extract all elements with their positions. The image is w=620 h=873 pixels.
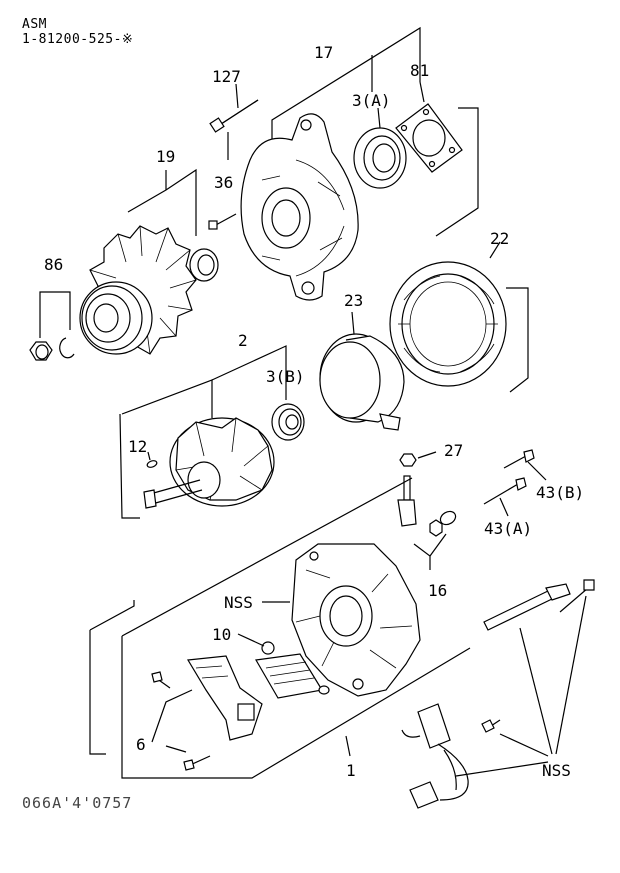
brush-holder-6[interactable] xyxy=(151,655,263,771)
callout-22: 22 xyxy=(490,229,509,248)
insulator-23[interactable] xyxy=(319,311,405,431)
key-12[interactable] xyxy=(146,451,158,469)
terminal-16[interactable] xyxy=(397,475,458,570)
asm-label: ASM xyxy=(22,17,47,32)
callout-nss-lower: NSS xyxy=(542,761,571,780)
rotor[interactable] xyxy=(143,417,275,509)
callout-23: 23 xyxy=(344,291,363,310)
strap-nss[interactable] xyxy=(483,579,595,631)
rear-bracket[interactable] xyxy=(291,543,421,697)
nut-27[interactable] xyxy=(399,451,437,467)
connector-harness-nss[interactable] xyxy=(401,703,501,809)
nut-86[interactable] xyxy=(29,291,75,361)
callout-81: 81 xyxy=(410,61,429,80)
regulator-10[interactable] xyxy=(237,633,330,699)
pulley[interactable] xyxy=(79,281,153,355)
callout-43b: 43(B) xyxy=(536,483,584,502)
spacer-collar[interactable] xyxy=(189,248,219,282)
callout-19: 19 xyxy=(156,147,175,166)
group-frame-19 xyxy=(127,168,197,236)
callout-36: 36 xyxy=(214,173,233,192)
callout-3a: 3(A) xyxy=(352,91,391,110)
callout-12: 12 xyxy=(128,437,147,456)
callout-27: 27 xyxy=(444,441,463,460)
screw-36[interactable] xyxy=(208,213,237,230)
callout-6: 6 xyxy=(136,735,146,754)
bolt-43b[interactable] xyxy=(503,449,547,481)
leader-nss-lower xyxy=(455,595,587,777)
callout-86: 86 xyxy=(44,255,63,274)
bearing-3b[interactable] xyxy=(271,403,305,441)
callout-127: 127 xyxy=(212,67,241,86)
callout-1: 1 xyxy=(346,761,356,780)
callout-nss-upper: NSS xyxy=(224,593,253,612)
callout-3b: 3(B) xyxy=(266,367,305,386)
group-frame-1 xyxy=(89,477,471,779)
leader-1 xyxy=(345,735,351,757)
part-number: 1-81200-525-※ xyxy=(22,32,134,47)
retainer-plate-81[interactable] xyxy=(395,81,463,173)
callout-16: 16 xyxy=(428,581,447,600)
stator[interactable] xyxy=(389,241,529,393)
callout-2: 2 xyxy=(238,331,248,350)
callout-17: 17 xyxy=(314,43,333,62)
callout-43a: 43(A) xyxy=(484,519,532,538)
bolt-43a[interactable] xyxy=(483,477,527,517)
drawing-code: 066A'4'0757 xyxy=(22,794,133,812)
callout-10: 10 xyxy=(212,625,231,644)
front-bracket[interactable] xyxy=(240,113,359,301)
bolt-127[interactable] xyxy=(209,83,259,133)
group-frame-17 xyxy=(227,26,479,237)
group-frame-2 xyxy=(119,345,287,519)
bearing-3a[interactable] xyxy=(353,107,407,189)
